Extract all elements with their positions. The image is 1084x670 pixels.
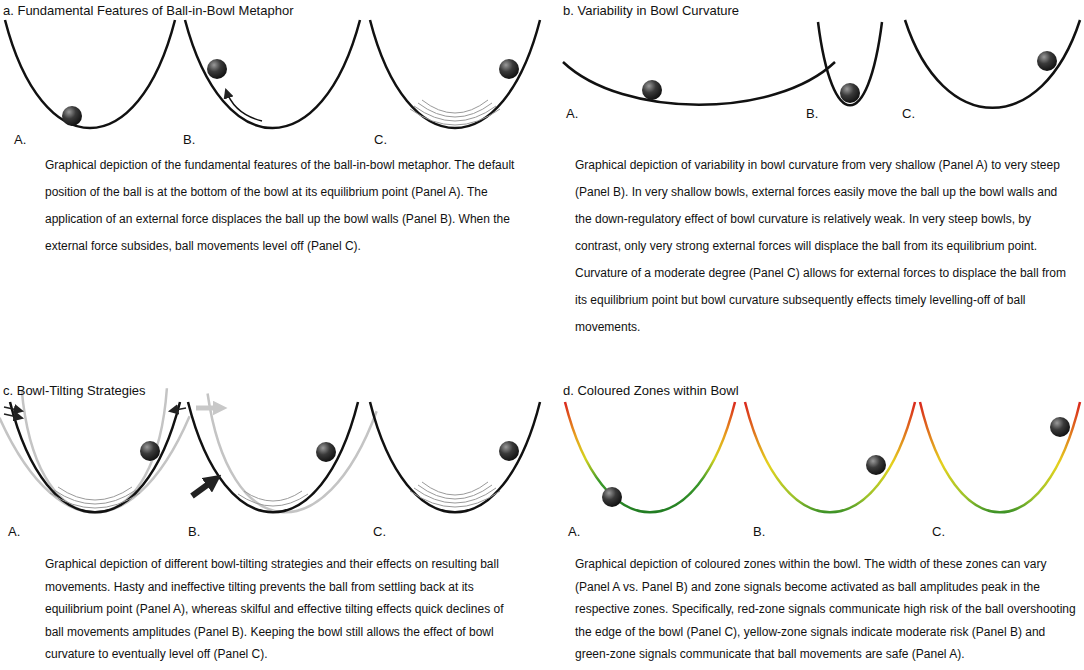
tilted-bowl [196,393,377,520]
caption: Graphical depiction of different bowl-ti… [45,553,517,666]
bowl [5,20,175,128]
tilt-arrow [170,408,186,411]
panel-letter: C. [902,106,915,121]
tilted-bowl [4,390,189,525]
ball [1050,417,1070,437]
tilt-arrow [192,480,214,496]
oscillation-lines [410,100,500,125]
ball [866,455,886,475]
zoned-bowl [565,402,735,512]
ball [499,441,519,461]
bowl [370,402,540,512]
oscillation-lines [50,487,140,508]
force-arrow [226,90,262,121]
panel-b-art [563,20,1080,108]
zoned-bowl [745,402,915,512]
panel-letter: B. [183,132,195,147]
bowl [818,22,882,105]
panel-title: a. Fundamental Features of Ball-in-Bowl … [3,3,293,18]
panel-letter: B. [753,524,765,539]
tilted-bowl [0,388,186,526]
ball [140,441,160,461]
panel-letter: C. [374,132,387,147]
tilt-arrow [196,406,220,411]
panel-letter: B. [806,106,818,121]
panel-title: c. Bowl-Tilting Strategies [3,383,146,398]
caption: Graphical depiction of variability in bo… [575,152,1077,341]
panel-letter: A. [8,524,20,539]
panel-letter: A. [568,524,580,539]
panel-letter: B. [188,524,200,539]
caption: Graphical depiction of the fundamental f… [45,152,517,260]
ball [602,487,622,507]
tilt-arrow [4,414,22,418]
panel-d-art [565,402,1080,512]
tilt-arrow [4,407,22,411]
ball [207,59,227,79]
bowl [563,62,835,105]
bowl [10,402,180,512]
panel-a-art [5,20,540,128]
oscillation-lines [410,482,500,507]
panel-letter: A. [566,106,578,121]
panel-letter: C. [932,524,945,539]
oscillation-lines [238,491,308,506]
bowl [185,20,360,128]
ball [840,83,860,103]
panel-letter: C. [373,524,386,539]
ball [642,80,662,100]
caption: Graphical depiction of coloured zones wi… [575,553,1077,666]
ball [62,106,82,126]
bowl [188,402,358,512]
bowl [370,20,540,128]
ball [1037,51,1057,71]
panel-title: b. Variability in Bowl Curvature [563,3,739,18]
panel-letter: A. [14,132,26,147]
zoned-bowl [920,402,1080,512]
ball [499,59,519,79]
bowl [905,20,1080,108]
panel-c-art [0,388,540,526]
ball [316,442,336,462]
panel-title: d. Coloured Zones within Bowl [563,383,739,398]
